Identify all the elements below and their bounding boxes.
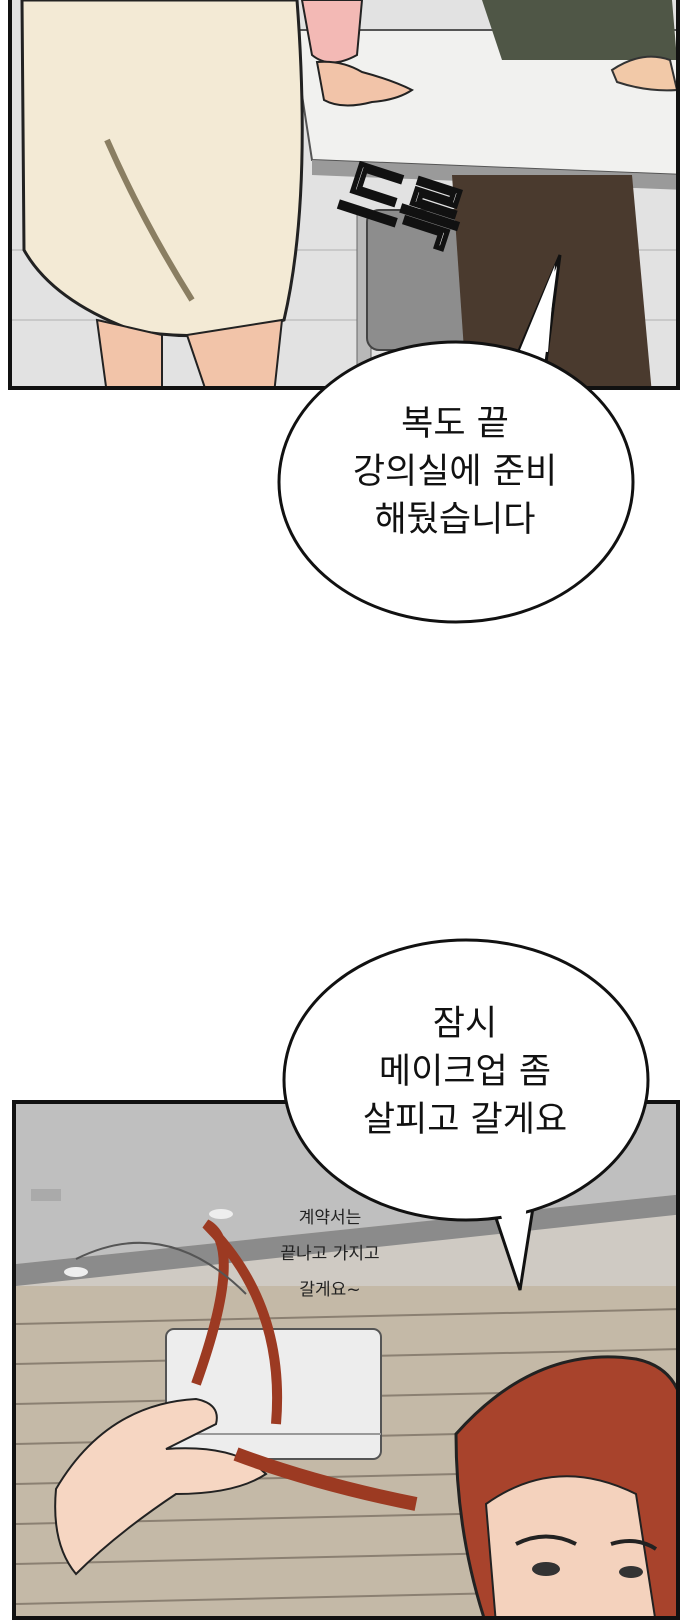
whisper-text: 계약서는 끝나고 가지고 갈게요~	[280, 1208, 380, 1300]
speech-bubble-1-text: 복도 끝 강의실에 준비 해뒀습니다	[352, 404, 558, 540]
top-panel: 드륵	[8, 0, 680, 390]
speech-bubble-1	[277, 254, 635, 624]
speech-bubble-2	[282, 938, 650, 1291]
top-panel-art	[12, 0, 676, 386]
speech-bubble-2-text: 잠시 메이크업 좀 살피고 갈게요	[362, 1004, 568, 1140]
